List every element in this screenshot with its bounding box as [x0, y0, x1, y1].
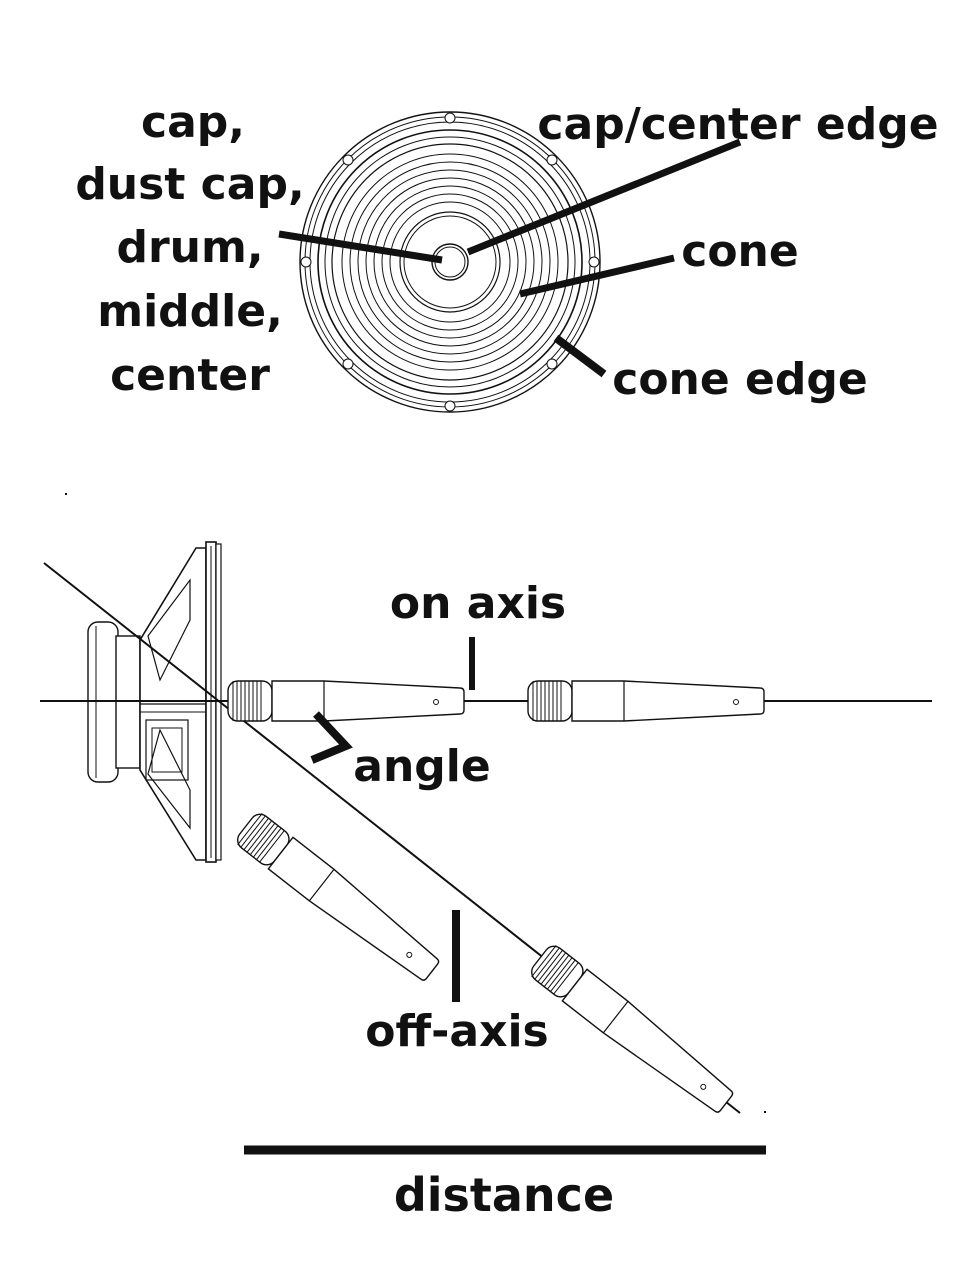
cap-label-line2: dust cap, [75, 159, 304, 210]
cap-label-line3: drum, [116, 222, 263, 273]
cap-edge-leader-line [466, 138, 742, 256]
cap-center-edge-label: cap/center edge [537, 99, 938, 150]
microphone-icon [232, 809, 445, 988]
cap-label-line1: cap, [141, 97, 245, 148]
speck [764, 1111, 766, 1113]
angle-label: angle [353, 741, 490, 792]
on-axis-label: on axis [390, 578, 566, 629]
cap-label-line4: middle, [97, 286, 283, 337]
microphone-icon [526, 941, 739, 1120]
cone-label: cone [681, 226, 798, 277]
microphone-icon [227, 680, 465, 722]
cone-edge-leader-line [553, 334, 607, 378]
cap-leader-line [278, 230, 443, 264]
distance-label: distance [394, 1168, 614, 1222]
off-axis-label: off-axis [365, 1006, 548, 1057]
top-leader-lines [278, 138, 742, 378]
speck [65, 493, 67, 495]
microphone-icon [527, 680, 765, 722]
cone-leader-line [519, 254, 675, 298]
angle-marker [310, 711, 353, 764]
cap-label-line5: center [110, 350, 270, 401]
cone-edge-label: cone edge [612, 354, 867, 405]
speaker-front-icon [299, 111, 601, 413]
